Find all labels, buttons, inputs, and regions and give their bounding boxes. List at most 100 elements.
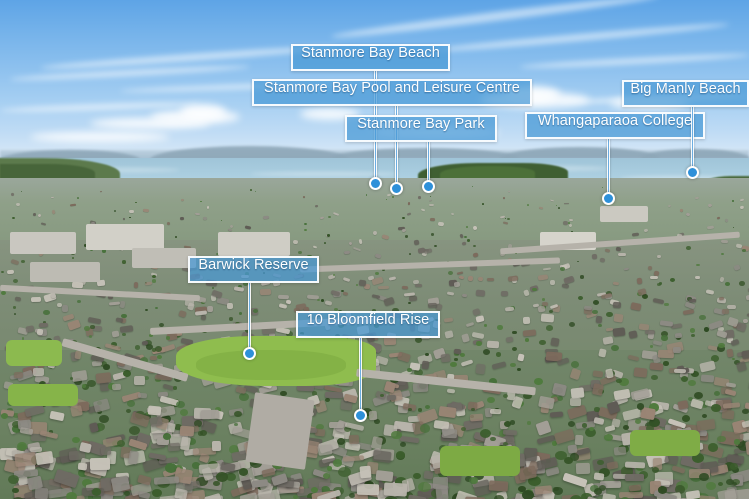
- tree: [681, 414, 691, 422]
- tree: [385, 198, 388, 200]
- map-marker-whangaparaoa-college[interactable]: [601, 191, 615, 205]
- tree: [71, 257, 75, 260]
- tree: [303, 228, 308, 232]
- distant-hill: [500, 147, 660, 159]
- tree: [461, 426, 467, 431]
- tree: [228, 444, 240, 454]
- tree: [151, 488, 162, 498]
- tree: [417, 408, 423, 412]
- tree: [174, 423, 183, 431]
- tree: [42, 321, 47, 325]
- tree: [732, 200, 734, 202]
- tree: [691, 370, 700, 378]
- tree: [12, 487, 20, 494]
- tree: [198, 431, 204, 436]
- tree: [558, 207, 561, 209]
- tree: [430, 233, 434, 236]
- tree: [663, 361, 669, 366]
- tree: [576, 260, 579, 263]
- tree: [98, 414, 110, 424]
- tree: [454, 352, 459, 356]
- tree: [578, 296, 584, 301]
- tree: [405, 235, 409, 238]
- left-headland-dark: [0, 164, 95, 182]
- tree: [568, 321, 576, 328]
- tree: [155, 377, 161, 382]
- map-marker-stanmore-bay-pool-and-leisure-centre[interactable]: [389, 181, 403, 195]
- map-label-barwick-reserve[interactable]: Barwick Reserve: [188, 256, 319, 283]
- tree: [66, 491, 77, 499]
- tree: [569, 453, 580, 461]
- tree: [384, 495, 398, 499]
- tree: [434, 244, 437, 247]
- tree: [21, 337, 25, 340]
- tree: [570, 495, 583, 499]
- front-lawn: [440, 446, 520, 476]
- tree: [255, 191, 257, 192]
- map-marker-stanmore-bay-park[interactable]: [421, 179, 435, 193]
- tree: [324, 397, 330, 402]
- tree: [220, 219, 223, 221]
- tree: [380, 393, 385, 397]
- tree: [503, 393, 509, 398]
- map-marker-barwick-reserve[interactable]: [242, 346, 256, 360]
- tree: [604, 433, 614, 441]
- map-label-big-manly-beach[interactable]: Big Manly Beach: [622, 80, 749, 107]
- map-marker-stanmore-bay-beach[interactable]: [368, 176, 382, 190]
- tree: [471, 185, 474, 188]
- map-label-stanmore-bay-pool-and-leisure-centre[interactable]: Stanmore Bay Pool and Leisure Centre: [252, 79, 532, 106]
- cumulus-cloud: [180, 104, 226, 120]
- map-label-whangaparaoa-college[interactable]: Whangaparaoa College: [525, 112, 705, 139]
- tree: [195, 476, 208, 487]
- map-label-stanmore-bay-beach[interactable]: Stanmore Bay Beach: [291, 44, 450, 71]
- tree: [546, 325, 554, 331]
- tree: [327, 215, 331, 219]
- tree: [226, 472, 236, 481]
- tree: [391, 196, 394, 199]
- tree: [414, 368, 424, 376]
- tree: [11, 420, 21, 428]
- tree: [724, 282, 730, 286]
- tree: [598, 324, 603, 328]
- tree: [391, 430, 402, 440]
- tree: [623, 425, 630, 431]
- map-label-stanmore-bay-park[interactable]: Stanmore Bay Park: [345, 115, 497, 142]
- tree: [616, 378, 622, 384]
- leader-line-core: [395, 106, 397, 188]
- tree: [512, 330, 517, 334]
- map-marker-10-bloomfield-rise[interactable]: [353, 408, 367, 422]
- tree: [592, 309, 598, 314]
- tree: [564, 457, 573, 465]
- commercial-building: [86, 224, 164, 250]
- tree: [409, 253, 412, 255]
- tree: [162, 433, 172, 441]
- tree: [588, 426, 595, 432]
- tree: [716, 345, 725, 352]
- tree: [174, 236, 177, 238]
- tree: [1, 270, 4, 273]
- tree: [517, 367, 522, 371]
- tree: [454, 358, 458, 362]
- tree: [568, 222, 571, 224]
- tree: [470, 477, 479, 484]
- tree: [473, 245, 476, 248]
- tree: [503, 420, 512, 428]
- tree: [636, 403, 645, 410]
- tree: [460, 352, 466, 357]
- leader-line-barwick-reserve: [247, 283, 251, 353]
- tree: [99, 360, 108, 367]
- map-marker-big-manly-beach[interactable]: [685, 165, 699, 179]
- tree: [718, 342, 725, 349]
- tree: [488, 377, 498, 385]
- tree: [12, 278, 18, 283]
- tree: [661, 335, 669, 341]
- tree: [12, 306, 17, 310]
- tree: [552, 487, 563, 496]
- map-label-10-bloomfield-rise[interactable]: 10 Bloomfield Rise: [296, 311, 440, 338]
- tree: [355, 284, 359, 287]
- tree: [670, 277, 676, 282]
- tree: [739, 281, 745, 286]
- tree: [585, 427, 596, 437]
- tree: [646, 425, 655, 432]
